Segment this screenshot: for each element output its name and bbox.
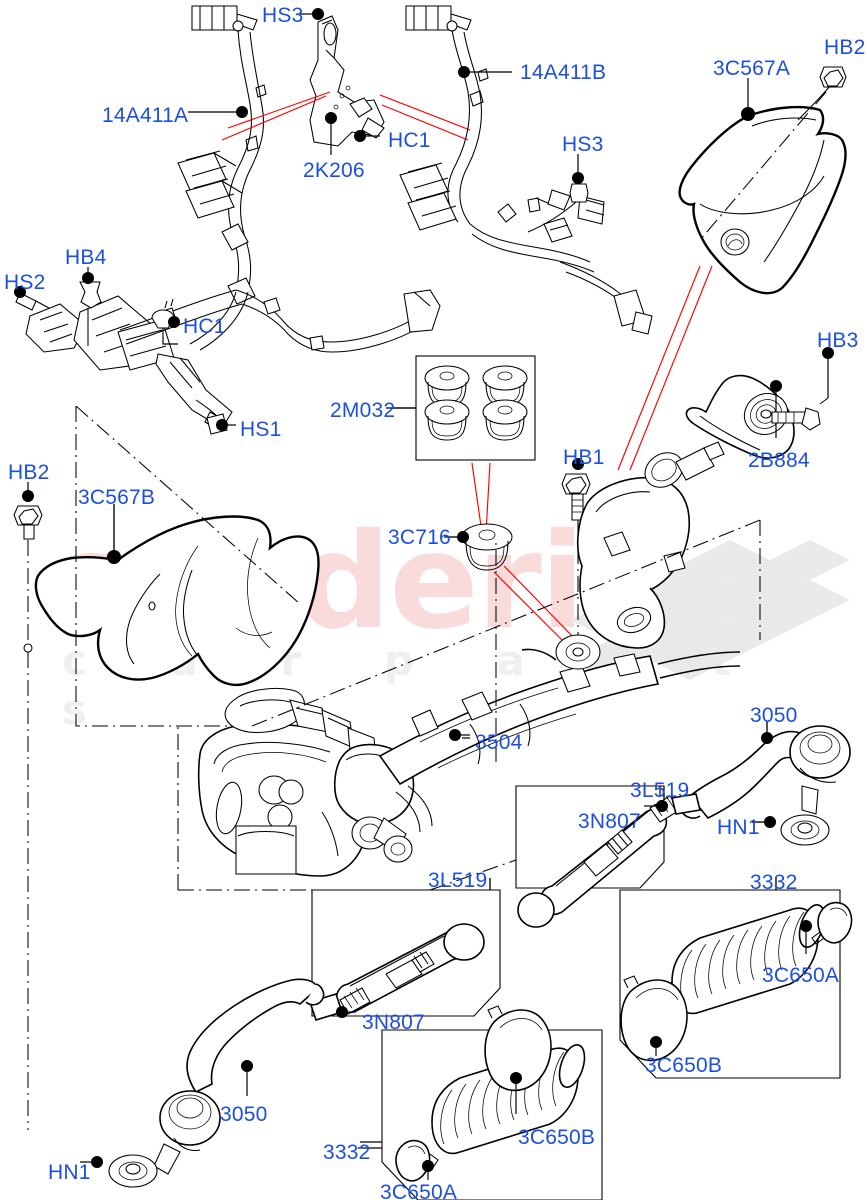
part-label-3c716[interactable]: 3C716 [388, 526, 451, 549]
bolt-hb1 [561, 458, 591, 660]
part-label-hb2-left[interactable]: HB2 [8, 461, 50, 484]
wiring-harness-left [177, 5, 267, 351]
part-label-3c567b[interactable]: 3C567B [78, 486, 156, 509]
part-label-hb2-top[interactable]: HB2 [824, 36, 866, 59]
part-label-3l519-right[interactable]: 3L519 [630, 779, 690, 802]
part-label-3c650b-left[interactable]: 3C650B [518, 1126, 596, 1149]
part-label-3332-right[interactable]: 3332 [750, 871, 798, 894]
bush-3c716 [447, 523, 579, 649]
part-label-hs3-left[interactable]: HS3 [262, 4, 304, 27]
bracket-2k206 [221, 15, 471, 147]
part-label-hs2[interactable]: HS2 [4, 271, 46, 294]
part-label-hn1-right[interactable]: HN1 [717, 816, 760, 839]
part-label-14a411a[interactable]: 14A411A [102, 104, 189, 127]
part-label-hs1[interactable]: HS1 [240, 418, 282, 441]
part-label-3050-left[interactable]: 3050 [220, 1103, 268, 1126]
bellows-kit-left [360, 1005, 603, 1200]
part-label-2k206[interactable]: 2K206 [303, 159, 365, 182]
part-label-3c650b-right[interactable]: 3C650B [645, 1054, 723, 1077]
harness-trunk-assembly [15, 281, 441, 435]
torque-arm-2b884 [685, 347, 834, 459]
part-label-3332-left[interactable]: 3332 [323, 1141, 371, 1164]
part-label-hs3-right[interactable]: HS3 [562, 133, 604, 156]
part-label-hn1-left[interactable]: HN1 [48, 1161, 91, 1184]
bellows-kit-right [619, 878, 853, 1079]
bolt-hb3 [771, 347, 834, 431]
heat-shield-3c567a [617, 66, 847, 471]
inner-tie-rod-right [515, 785, 701, 928]
tie-rod-end-left [80, 978, 325, 1188]
steering-gear-3504 [177, 441, 761, 891]
part-label-3l519-left[interactable]: 3L519 [428, 869, 488, 892]
part-label-hc1-left[interactable]: HC1 [183, 315, 226, 338]
part-label-3050-right[interactable]: 3050 [750, 704, 798, 727]
bolt-hb2-left [13, 490, 43, 1130]
part-label-3n807-right[interactable]: 3N807 [578, 810, 641, 833]
part-label-3c567a[interactable]: 3C567A [713, 57, 791, 80]
label-leader-lines [14, 8, 777, 1149]
part-label-hb1[interactable]: HB1 [563, 446, 605, 469]
part-label-3n807-left[interactable]: 3N807 [362, 1011, 425, 1034]
bolt-hb2-top [797, 66, 847, 121]
part-label-3504[interactable]: 3504 [475, 731, 523, 754]
part-label-hb3[interactable]: HB3 [817, 329, 859, 352]
part-label-hb4[interactable]: HB4 [65, 246, 107, 269]
part-label-hc1-top[interactable]: HC1 [388, 129, 431, 152]
inner-tie-rod-left [308, 878, 501, 1021]
heat-shield-3c567b [13, 405, 320, 1130]
part-label-3c650a-left[interactable]: 3C650A [380, 1181, 458, 1200]
tie-rod-end-right [679, 722, 851, 846]
bush-kit-2m032 [392, 355, 536, 534]
part-label-3c650a-right[interactable]: 3C650A [762, 964, 840, 987]
part-label-14a411b[interactable]: 14A411B [520, 61, 607, 84]
part-label-2b884[interactable]: 2B884 [748, 449, 810, 472]
wiring-harness-right [399, 5, 653, 335]
part-label-2m032[interactable]: 2M032 [330, 399, 396, 422]
